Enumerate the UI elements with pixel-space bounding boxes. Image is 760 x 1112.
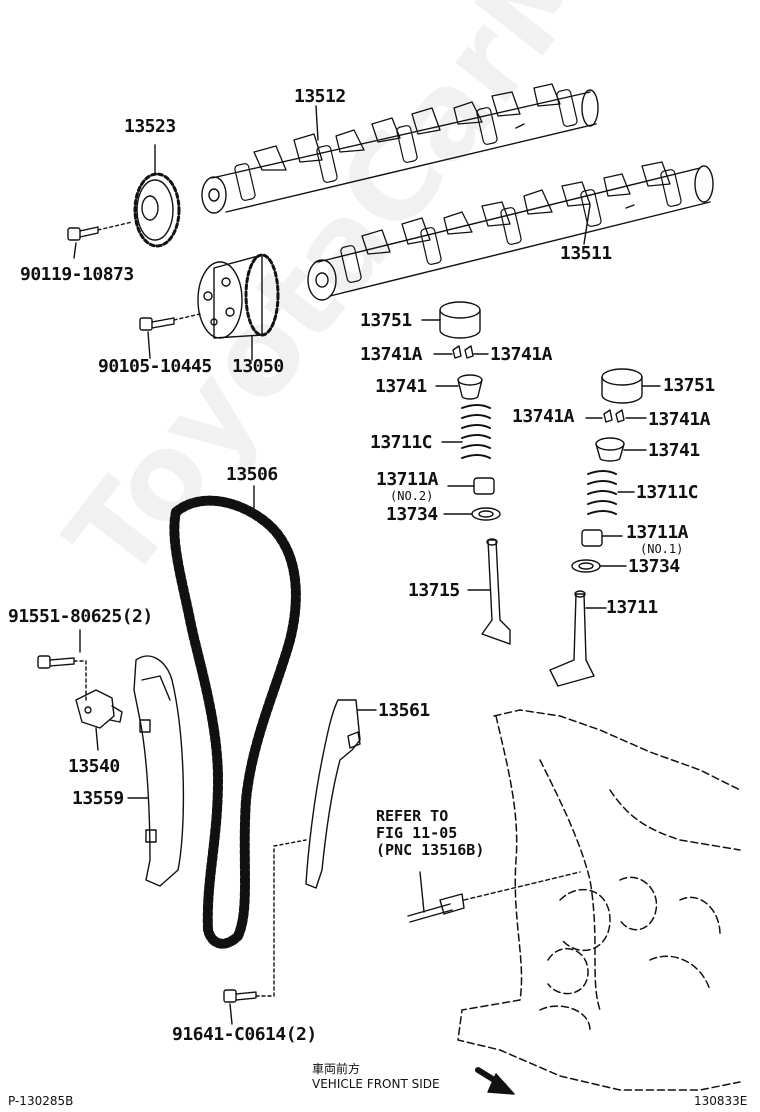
label-13711a-left: 13711A [376, 469, 439, 490]
label-13559: 13559 [72, 788, 124, 809]
seat-13711a-left [447, 477, 495, 495]
camshaft-13511 [307, 161, 714, 301]
spring-13711c-right [587, 470, 635, 515]
footer-right-code: 130833E [694, 1094, 748, 1108]
vehicle-front-label-en: VEHICLE FRONT SIDE [312, 1077, 440, 1091]
bolt-91551-80625 [37, 629, 87, 701]
label-13711a-right-no1: (NO.1) [640, 542, 684, 556]
sprocket-13523 [133, 144, 181, 248]
label-13734-right: 13734 [628, 556, 680, 577]
label-13511: 13511 [560, 243, 612, 264]
label-90119-10873: 90119-10873 [20, 264, 134, 285]
label-13523: 13523 [124, 116, 176, 137]
footer-left-code: P-130285B [8, 1094, 74, 1108]
label-13711: 13711 [606, 597, 658, 618]
vehicle-front-label-jp: 車両前方 [312, 1062, 361, 1076]
label-13711a-right: 13711A [626, 522, 689, 543]
valve-13711 [549, 590, 607, 687]
refer-to-note: REFER TO FIG 11-05 (PNC 13516B) [376, 807, 485, 859]
label-13506: 13506 [226, 464, 278, 485]
seal-13734-left [443, 507, 501, 521]
label-13715: 13715 [408, 580, 460, 601]
seal-13734-right [571, 559, 627, 573]
label-13741a-right-2: 13741A [648, 409, 711, 430]
camshaft-13512 [201, 83, 599, 214]
label-91641-c0614: 91641-C0614(2) [172, 1024, 317, 1045]
label-13751-right: 13751 [663, 375, 715, 396]
timing-chain-13506 [169, 485, 301, 949]
vehicle-front-arrow-icon [475, 1067, 515, 1095]
spring-13711c-left [441, 404, 491, 459]
label-90105-10445: 90105-10445 [98, 356, 212, 377]
label-13751-left: 13751 [360, 310, 412, 331]
keepers-13741a-left [433, 345, 489, 359]
label-13741-right: 13741 [648, 440, 700, 461]
retainer-13741-right [595, 437, 647, 462]
seat-13711a-right [581, 529, 623, 547]
chain-damper-13561 [305, 699, 377, 889]
lifter-13751-left [421, 301, 481, 339]
engine-block-outline [457, 709, 741, 1091]
timing-gear-13050 [197, 253, 280, 361]
label-13561: 13561 [378, 700, 430, 721]
lifter-13751-right [601, 368, 661, 404]
bolt-91641-c0614 [223, 839, 307, 1025]
tensioner-13540 [75, 689, 123, 751]
bolt-90105-10445 [139, 313, 201, 359]
label-13734-left: 13734 [386, 504, 438, 525]
chain-pin-13516b [407, 871, 581, 923]
label-13711c-right: 13711C [636, 482, 699, 503]
label-13050: 13050 [232, 356, 284, 377]
bolt-90119-10873 [67, 221, 133, 259]
valve-13715 [467, 538, 511, 645]
keepers-13741a-right [585, 409, 647, 423]
label-13741a-left-2: 13741A [490, 344, 553, 365]
label-13741-left: 13741 [375, 376, 427, 397]
label-91551-80625: 91551-80625(2) [8, 606, 153, 627]
label-13711c-left: 13711C [370, 432, 433, 453]
label-13741a-right-1: 13741A [512, 406, 575, 427]
label-13711a-left-no2: (NO.2) [390, 489, 434, 503]
chain-slipper-13559 [127, 655, 185, 887]
retainer-13741-left [435, 374, 483, 400]
label-13741a-left-1: 13741A [360, 344, 423, 365]
label-13540: 13540 [68, 756, 120, 777]
label-13512: 13512 [294, 86, 346, 107]
